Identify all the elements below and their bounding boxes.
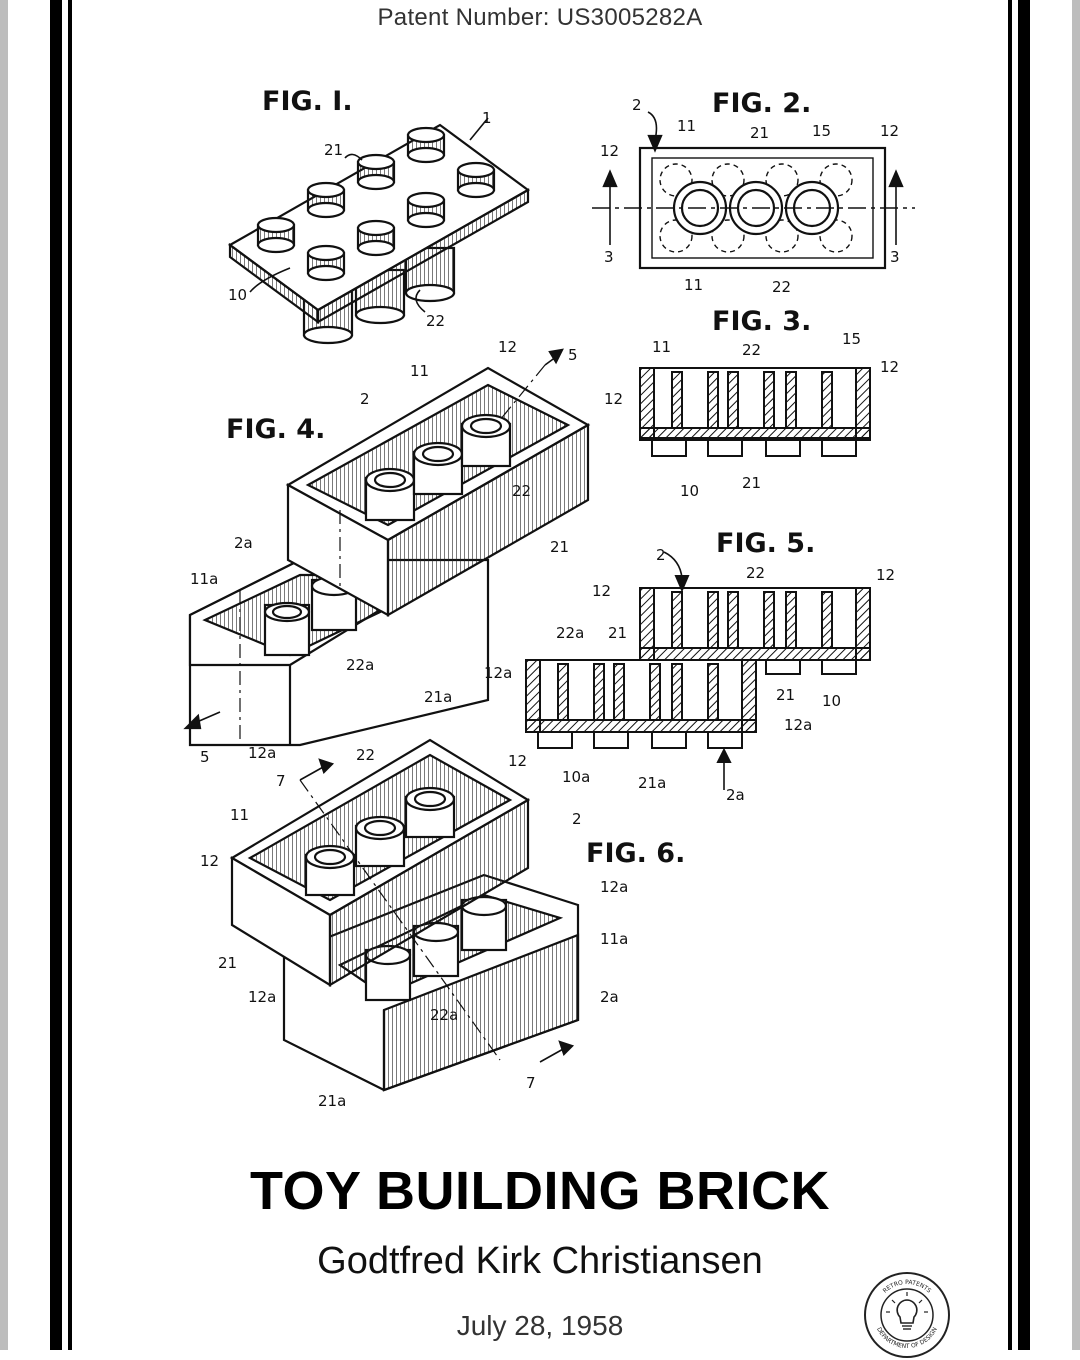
fig5-ref-12a-left: 12a — [484, 664, 512, 682]
fig2-ref-3-left: 3 — [604, 248, 614, 266]
fig4-ref-11a: 11a — [190, 570, 218, 588]
fig1-tubes — [302, 246, 456, 345]
fig6-ref-7-bottom: 7 — [526, 1074, 536, 1092]
fig1-drawing — [227, 117, 531, 345]
fig2-ref-11-top: 11 — [677, 117, 696, 135]
fig6-drawing — [229, 738, 580, 1092]
fig4-drawing — [183, 348, 591, 747]
fig6-label: FIG. 6. — [586, 838, 685, 869]
fig2-ref-15: 15 — [812, 122, 831, 140]
fig6-tubes — [304, 786, 456, 897]
fig5-ref-12a-right: 12a — [784, 716, 812, 734]
fig3-ref-22: 22 — [742, 341, 761, 359]
fig3-drawing — [639, 367, 871, 457]
fig4-ref-12: 12 — [498, 338, 517, 356]
fig5-ref-12-left: 12 — [592, 582, 611, 600]
fig4-ref-5-top: 5 — [568, 346, 578, 364]
fig6-ref-11: 11 — [230, 806, 249, 824]
fig2-drawing — [592, 111, 915, 270]
fig2-ref-21: 21 — [750, 124, 769, 142]
fig5-ref-2a: 2a — [726, 786, 745, 804]
fig2-ref-12-left: 12 — [600, 142, 619, 160]
fig6-ref-7-top: 7 — [276, 772, 286, 790]
fig6-ref-21: 21 — [218, 954, 237, 972]
fig4-ref-2a: 2a — [234, 534, 253, 552]
frame-bar-left-thin — [68, 0, 72, 1350]
patent-number: Patent Number: US3005282A — [377, 4, 703, 31]
fig6-ref-2: 2 — [572, 810, 582, 828]
fig6-ref-22a: 22a — [430, 1006, 458, 1024]
fig6-ref-11a: 11a — [600, 930, 628, 948]
fig4-ref-21: 21 — [550, 538, 569, 556]
fig6-ref-12a-right: 12a — [600, 878, 628, 896]
fig3-label: FIG. 3. — [712, 306, 811, 337]
fig3-studs — [651, 439, 857, 457]
patent-drawing: FIG. I. 1 21 10 22 FIG. 2. 2 11 21 15 12… — [183, 86, 915, 1110]
fig5-ref-21: 21 — [608, 624, 627, 642]
fig3-ref-12-right: 12 — [880, 358, 899, 376]
fig3-ref-12-left: 12 — [604, 390, 623, 408]
fig3-tube-walls — [671, 371, 833, 429]
fig1-ref-10: 10 — [228, 286, 247, 304]
fig2-ref-22: 22 — [772, 278, 791, 296]
fig5-ref-21-lower: 21 — [776, 686, 795, 704]
fig4-ref-12a: 12a — [248, 744, 276, 762]
fig5-ref-22: 22 — [746, 564, 765, 582]
inventor-name: Godtfred Kirk Christiansen — [317, 1240, 763, 1282]
fig2-ref-12-right: 12 — [880, 122, 899, 140]
fig3-ref-10: 10 — [680, 482, 699, 500]
fig4-tubes — [364, 413, 512, 522]
frame-edge-left — [0, 0, 8, 1350]
fig5-label: FIG. 5. — [716, 528, 815, 559]
fig6-ref-21a: 21a — [318, 1092, 346, 1110]
frame-bar-right-thick — [1018, 0, 1030, 1350]
fig1-ref-21: 21 — [324, 141, 343, 159]
fig5-ref-10: 10 — [822, 692, 841, 710]
fig4-label: FIG. 4. — [226, 414, 325, 445]
fig3-ref-11: 11 — [652, 338, 671, 356]
fig2-ref-11-bottom: 11 — [684, 276, 703, 294]
fig1-ref-22: 22 — [426, 312, 445, 330]
fig1-ref-1: 1 — [482, 109, 492, 127]
fig6-ref-12a-left: 12a — [248, 988, 276, 1006]
fig6-ref-12-top: 12 — [508, 752, 527, 770]
frame-bar-right-thin — [1008, 0, 1012, 1350]
fig1-label: FIG. I. — [262, 86, 353, 117]
patent-date: July 28, 1958 — [456, 1310, 624, 1341]
fig4-ref-22a: 22a — [346, 656, 374, 674]
fig2-ref-3-right: 3 — [890, 248, 900, 266]
fig4-ref-2: 2 — [360, 390, 370, 408]
fig4-ref-11: 11 — [410, 362, 429, 380]
fig6-ref-2a: 2a — [600, 988, 619, 1006]
fig5-ref-22a: 22a — [556, 624, 584, 642]
fig4-ref-22: 22 — [512, 482, 531, 500]
fig5-drawing — [525, 551, 871, 790]
lightbulb-seal-icon: RETRO PATENTS DEPARTMENT OF DESIGN — [864, 1272, 950, 1358]
fig6-ref-22: 22 — [356, 746, 375, 764]
frame-bar-left-thick — [50, 0, 62, 1350]
fig4-ref-5-bottom: 5 — [200, 748, 210, 766]
patent-title: TOY BUILDING BRICK — [249, 1161, 831, 1221]
fig3-ref-21: 21 — [742, 474, 761, 492]
fig5-ref-2: 2 — [656, 546, 666, 564]
fig2-tubes — [672, 180, 840, 236]
fig5-ref-12-right: 12 — [876, 566, 895, 584]
fig5-ref-10a: 10a — [562, 768, 590, 786]
fig5-studs — [537, 731, 743, 749]
fig6-ref-12-left: 12 — [200, 852, 219, 870]
fig2-ref-2: 2 — [632, 96, 642, 114]
fig1-studs — [256, 126, 496, 282]
fig5-ref-21a: 21a — [638, 774, 666, 792]
fig2-label: FIG. 2. — [712, 88, 811, 119]
frame-edge-right — [1072, 0, 1080, 1350]
fig4-ref-21a: 21a — [424, 688, 452, 706]
fig3-ref-15: 15 — [842, 330, 861, 348]
